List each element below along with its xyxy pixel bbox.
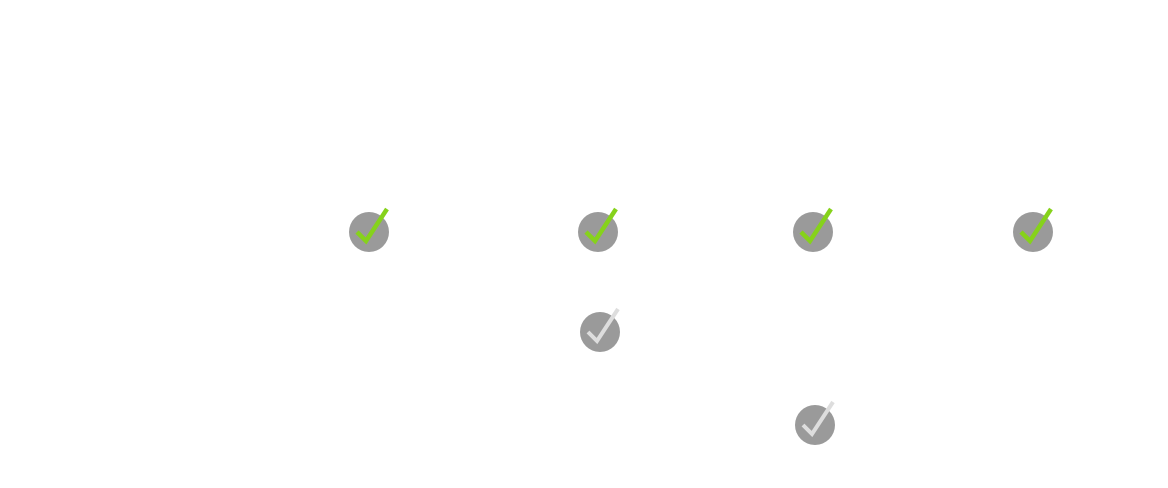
check-icon	[349, 207, 389, 252]
check-icon-row1-col4	[1010, 206, 1058, 254]
check-icon-row1-col3	[790, 206, 838, 254]
check-icon	[580, 307, 620, 352]
check-icon	[793, 207, 833, 252]
check-icon	[1013, 207, 1053, 252]
check-icon-row2-col2	[577, 306, 625, 354]
check-icon	[578, 207, 618, 252]
check-icon	[795, 400, 835, 445]
check-icon-row1-col2	[575, 206, 623, 254]
check-icon-row3-col3	[792, 399, 840, 447]
check-icon-row1-col1	[346, 206, 394, 254]
